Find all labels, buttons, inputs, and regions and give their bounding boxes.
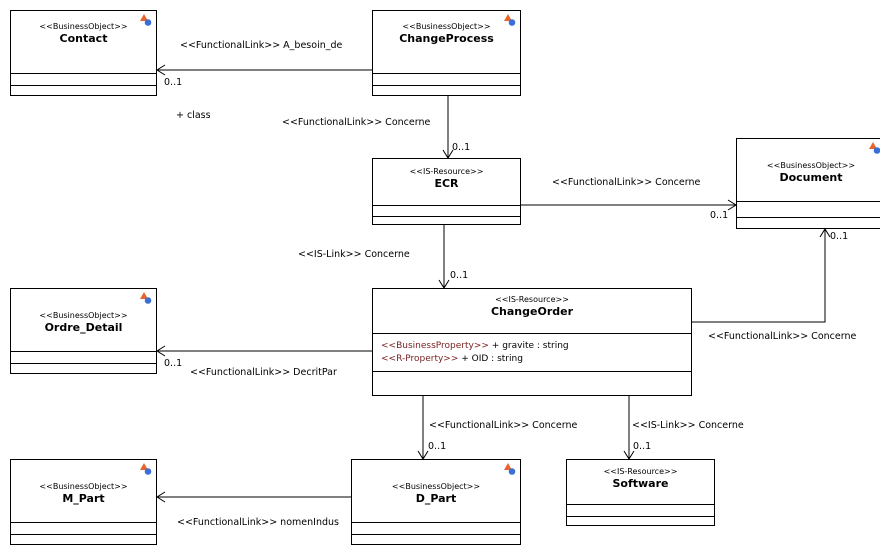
class-changeprocess[interactable]: <<BusinessObject>> ChangeProcess: [372, 10, 521, 96]
multiplicity-label: 0..1: [452, 142, 471, 153]
class-stereotype: <<BusinessObject>>: [39, 482, 128, 491]
link-label: <<IS-Link>> Concerne: [632, 420, 744, 431]
business-object-icon: [140, 463, 152, 475]
business-object-icon: [504, 14, 516, 26]
class-header: <<BusinessObject>> Ordre_Detail: [11, 289, 156, 351]
link-label: <<FunctionalLink>> DecritPar: [190, 367, 337, 378]
multiplicity-label: 0..1: [710, 210, 729, 221]
attributes-compartment: [352, 522, 520, 534]
link-label: <<IS-Link>> Concerne: [298, 249, 410, 260]
business-object-icon: [869, 142, 880, 154]
attribute-text: + gravite : string: [488, 341, 569, 351]
class-header: <<BusinessObject>> M_Part: [11, 460, 156, 522]
operations-compartment: [11, 363, 156, 373]
class-name: Contact: [59, 32, 108, 45]
class-name: M_Part: [62, 492, 105, 505]
attributes-compartment: [737, 201, 880, 217]
business-object-icon: [140, 292, 152, 304]
attribute-gravite[interactable]: <<BusinessProperty>> + gravite : string: [373, 340, 691, 353]
link-label: <<FunctionalLink>> Concerne: [708, 331, 857, 342]
business-object-icon: [140, 14, 152, 26]
class-stereotype: <<IS-Resource>>: [495, 295, 569, 304]
class-d-part[interactable]: <<BusinessObject>> D_Part: [351, 459, 521, 545]
arrowhead: [156, 345, 166, 357]
attributes-compartment: [11, 73, 156, 85]
class-header: <<BusinessObject>> Document: [737, 139, 880, 201]
operations-compartment: [567, 516, 714, 525]
class-stereotype: <<IS-Resource>>: [603, 467, 678, 476]
class-header: <<BusinessObject>> ChangeProcess: [373, 11, 520, 73]
multiplicity-label: 0..1: [633, 441, 652, 452]
class-stereotype: <<BusinessObject>>: [391, 482, 481, 491]
class-contact[interactable]: <<BusinessObject>> Contact: [10, 10, 157, 96]
class-stereotype: <<BusinessObject>>: [402, 22, 491, 31]
multiplicity-label: 0..1: [428, 441, 447, 452]
multiplicity-label: 0..1: [830, 231, 849, 242]
operations-compartment: [352, 534, 520, 544]
attributes-compartment: [373, 73, 520, 85]
class-name: ChangeOrder: [490, 305, 574, 318]
attributes-compartment: <<BusinessProperty>> + gravite : string …: [373, 333, 691, 371]
arrowhead: [819, 228, 831, 238]
operations-compartment: [373, 216, 520, 224]
operations-compartment: [737, 217, 880, 228]
class-header: <<IS-Resource>> Software: [567, 460, 714, 504]
attributes-compartment: [11, 522, 156, 534]
link-label: <<FunctionalLink>> Concerne: [552, 177, 701, 188]
class-name: Document: [779, 171, 843, 184]
class-stereotype: <<BusinessObject>>: [39, 311, 128, 320]
attribute-text: + OID : string: [458, 354, 523, 364]
class-name: D_Part: [415, 492, 457, 505]
link-changeorder-document: [691, 229, 826, 323]
class-stereotype: <<IS-Resource>>: [409, 167, 484, 176]
link-label: <<FunctionalLink>> nomenIndus: [177, 517, 339, 528]
attribute-oid[interactable]: <<R-Property>> + OID : string: [373, 353, 691, 366]
class-name: Software: [612, 477, 669, 490]
class-document[interactable]: <<BusinessObject>> Document: [736, 138, 880, 229]
business-object-icon: [504, 463, 516, 475]
arrowhead: [156, 491, 166, 503]
attribute-stereotype: <<R-Property>>: [381, 354, 459, 364]
class-name: ChangeProcess: [399, 32, 494, 45]
class-note-label: + class: [176, 110, 211, 121]
multiplicity-label: 0..1: [164, 77, 183, 88]
class-name: Ordre_Detail: [44, 321, 123, 334]
class-ecr[interactable]: <<IS-Resource>> ECR: [372, 158, 521, 225]
arrowhead: [156, 64, 166, 76]
class-ordre-detail[interactable]: <<BusinessObject>> Ordre_Detail: [10, 288, 157, 374]
link-label: <<FunctionalLink>> Concerne: [282, 117, 431, 128]
class-header: <<BusinessObject>> Contact: [11, 11, 156, 73]
class-stereotype: <<BusinessObject>>: [766, 161, 856, 170]
operations-compartment: [373, 85, 520, 95]
operations-compartment: [373, 371, 691, 395]
class-header: <<IS-Resource>> ChangeOrder: [373, 289, 691, 333]
class-changeorder[interactable]: <<IS-Resource>> ChangeOrder <<BusinessPr…: [372, 288, 692, 396]
class-name: ECR: [434, 177, 459, 190]
operations-compartment: [11, 534, 156, 544]
link-label: <<FunctionalLink>> Concerne: [429, 420, 578, 431]
attributes-compartment: [11, 351, 156, 363]
class-software[interactable]: <<IS-Resource>> Software: [566, 459, 715, 526]
attributes-compartment: [567, 504, 714, 516]
class-header: <<IS-Resource>> ECR: [373, 159, 520, 205]
class-stereotype: <<BusinessObject>>: [39, 22, 128, 31]
class-header: <<BusinessObject>> D_Part: [352, 460, 520, 522]
attribute-stereotype: <<BusinessProperty>>: [381, 341, 489, 351]
multiplicity-label: 0..1: [450, 270, 469, 281]
class-m-part[interactable]: <<BusinessObject>> M_Part: [10, 459, 157, 545]
operations-compartment: [11, 85, 156, 95]
multiplicity-label: 0..1: [164, 358, 183, 369]
link-label: <<FunctionalLink>> A_besoin_de: [180, 40, 343, 51]
attributes-compartment: [373, 205, 520, 216]
